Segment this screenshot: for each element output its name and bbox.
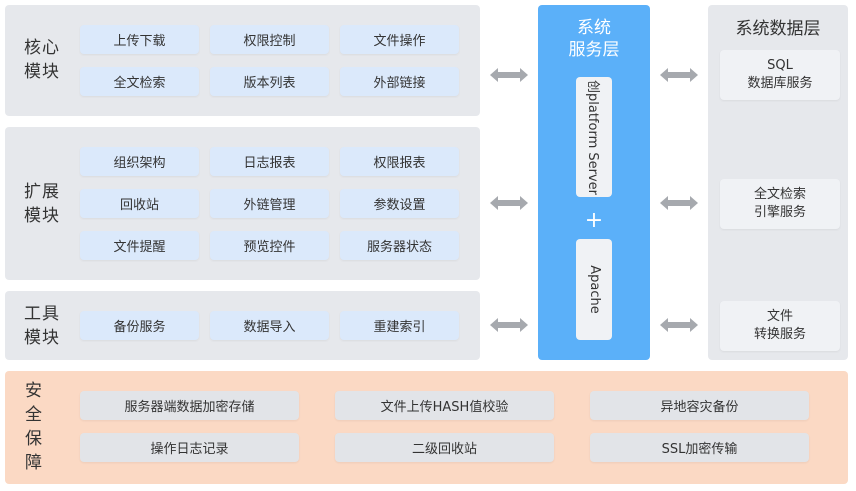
core-item-full-text-search: 全文检索 (80, 67, 199, 96)
service-to-search-engine-arrow (660, 196, 698, 210)
core-module-panel (5, 5, 480, 116)
extension-module-label: 扩展 模块 (20, 180, 64, 228)
core-item-upload-download: 上传下载 (80, 25, 199, 54)
security-label-char4: 障 (25, 453, 43, 473)
full-text-search-engine-service-line1: 全文检索 (753, 187, 806, 202)
extension-item-permission-report: 权限报表 (340, 147, 459, 176)
data-layer-title: 系统数据层 (735, 19, 821, 39)
extension-module-label-line2: 模块 (24, 206, 60, 226)
tools-module-label-line1: 工具 (24, 304, 60, 324)
file-conversion-service: 文件 转换服务 (720, 301, 840, 351)
security-panel (5, 371, 848, 484)
tools-item-backup-service: 备份服务 (80, 311, 199, 340)
security-item-secondary-recycle: 二级回收站 (335, 433, 554, 462)
service-to-file-conversion-arrow (660, 318, 698, 332)
sql-database-service: SQL 数据库服务 (720, 50, 840, 100)
security-label-char1: 安 (25, 381, 43, 401)
security-item-operation-log: 操作日志记录 (80, 433, 299, 462)
extension-item-preview-control: 预览控件 (210, 231, 329, 260)
extension-item-link-management: 外链管理 (210, 189, 329, 218)
core-module-label-line2: 模块 (24, 62, 60, 82)
extension-module-label-line1: 扩展 (24, 182, 60, 202)
tools-item-rebuild-index: 重建索引 (340, 311, 459, 340)
security-label-char3: 保 (25, 429, 43, 449)
server-pill: 创platform Server (576, 77, 612, 197)
file-conversion-service-line2: 转换服务 (753, 327, 806, 342)
extension-item-file-reminder: 文件提醒 (80, 231, 199, 260)
full-text-search-engine-service-line2: 引擎服务 (753, 205, 806, 220)
service-to-sql-arrow (660, 68, 698, 82)
core-item-file-operation: 文件操作 (340, 25, 459, 54)
data-layer-panel: 系统数据层 SQL 数据库服务 全文检索 引擎服务 文件 转换服务 (708, 5, 848, 360)
server-label: 创platform Server (584, 79, 600, 195)
tools-module-label-line2: 模块 (24, 328, 60, 348)
extension-item-server-status: 服务器状态 (340, 231, 459, 260)
core-module-label-line1: 核心 (24, 38, 60, 58)
extension-item-recycle-bin: 回收站 (80, 189, 199, 218)
security-item-remote-backup: 异地容灾备份 (590, 391, 809, 420)
core-item-version-list: 版本列表 (210, 67, 329, 96)
tools-module-label: 工具 模块 (20, 302, 64, 350)
apache-label: Apache (586, 265, 602, 314)
security-item-hash-verification: 文件上传HASH值校验 (335, 391, 554, 420)
extension-item-org-structure: 组织架构 (80, 147, 199, 176)
service-layer-title-line2: 服务层 (568, 40, 620, 60)
tools-to-service-arrow (490, 318, 528, 332)
sql-database-service-line2: 数据库服务 (747, 76, 813, 91)
core-item-external-link: 外部链接 (340, 67, 459, 96)
service-layer-title: 系统 服务层 (538, 17, 650, 61)
security-item-server-encryption: 服务器端数据加密存储 (80, 391, 299, 420)
sql-database-service-line1: SQL (767, 58, 793, 73)
full-text-search-engine-service: 全文检索 引擎服务 (720, 179, 840, 229)
core-item-permission-control: 权限控制 (210, 25, 329, 54)
core-to-service-arrow (490, 68, 528, 82)
extension-to-service-arrow (490, 196, 528, 210)
security-label: 安 全 保 障 (22, 379, 46, 475)
apache-pill: Apache (576, 239, 612, 340)
security-item-ssl-transfer: SSL加密传输 (590, 433, 809, 462)
security-label-char2: 全 (25, 405, 43, 425)
file-conversion-service-line1: 文件 (766, 309, 793, 324)
service-layer-panel: 系统 服务层 创platform Server + Apache (538, 5, 650, 360)
service-layer-title-line1: 系统 (577, 18, 611, 38)
plus-sign: + (584, 208, 604, 233)
extension-item-parameter-settings: 参数设置 (340, 189, 459, 218)
core-module-label: 核心 模块 (20, 36, 64, 84)
extension-item-log-report: 日志报表 (210, 147, 329, 176)
tools-item-data-import: 数据导入 (210, 311, 329, 340)
